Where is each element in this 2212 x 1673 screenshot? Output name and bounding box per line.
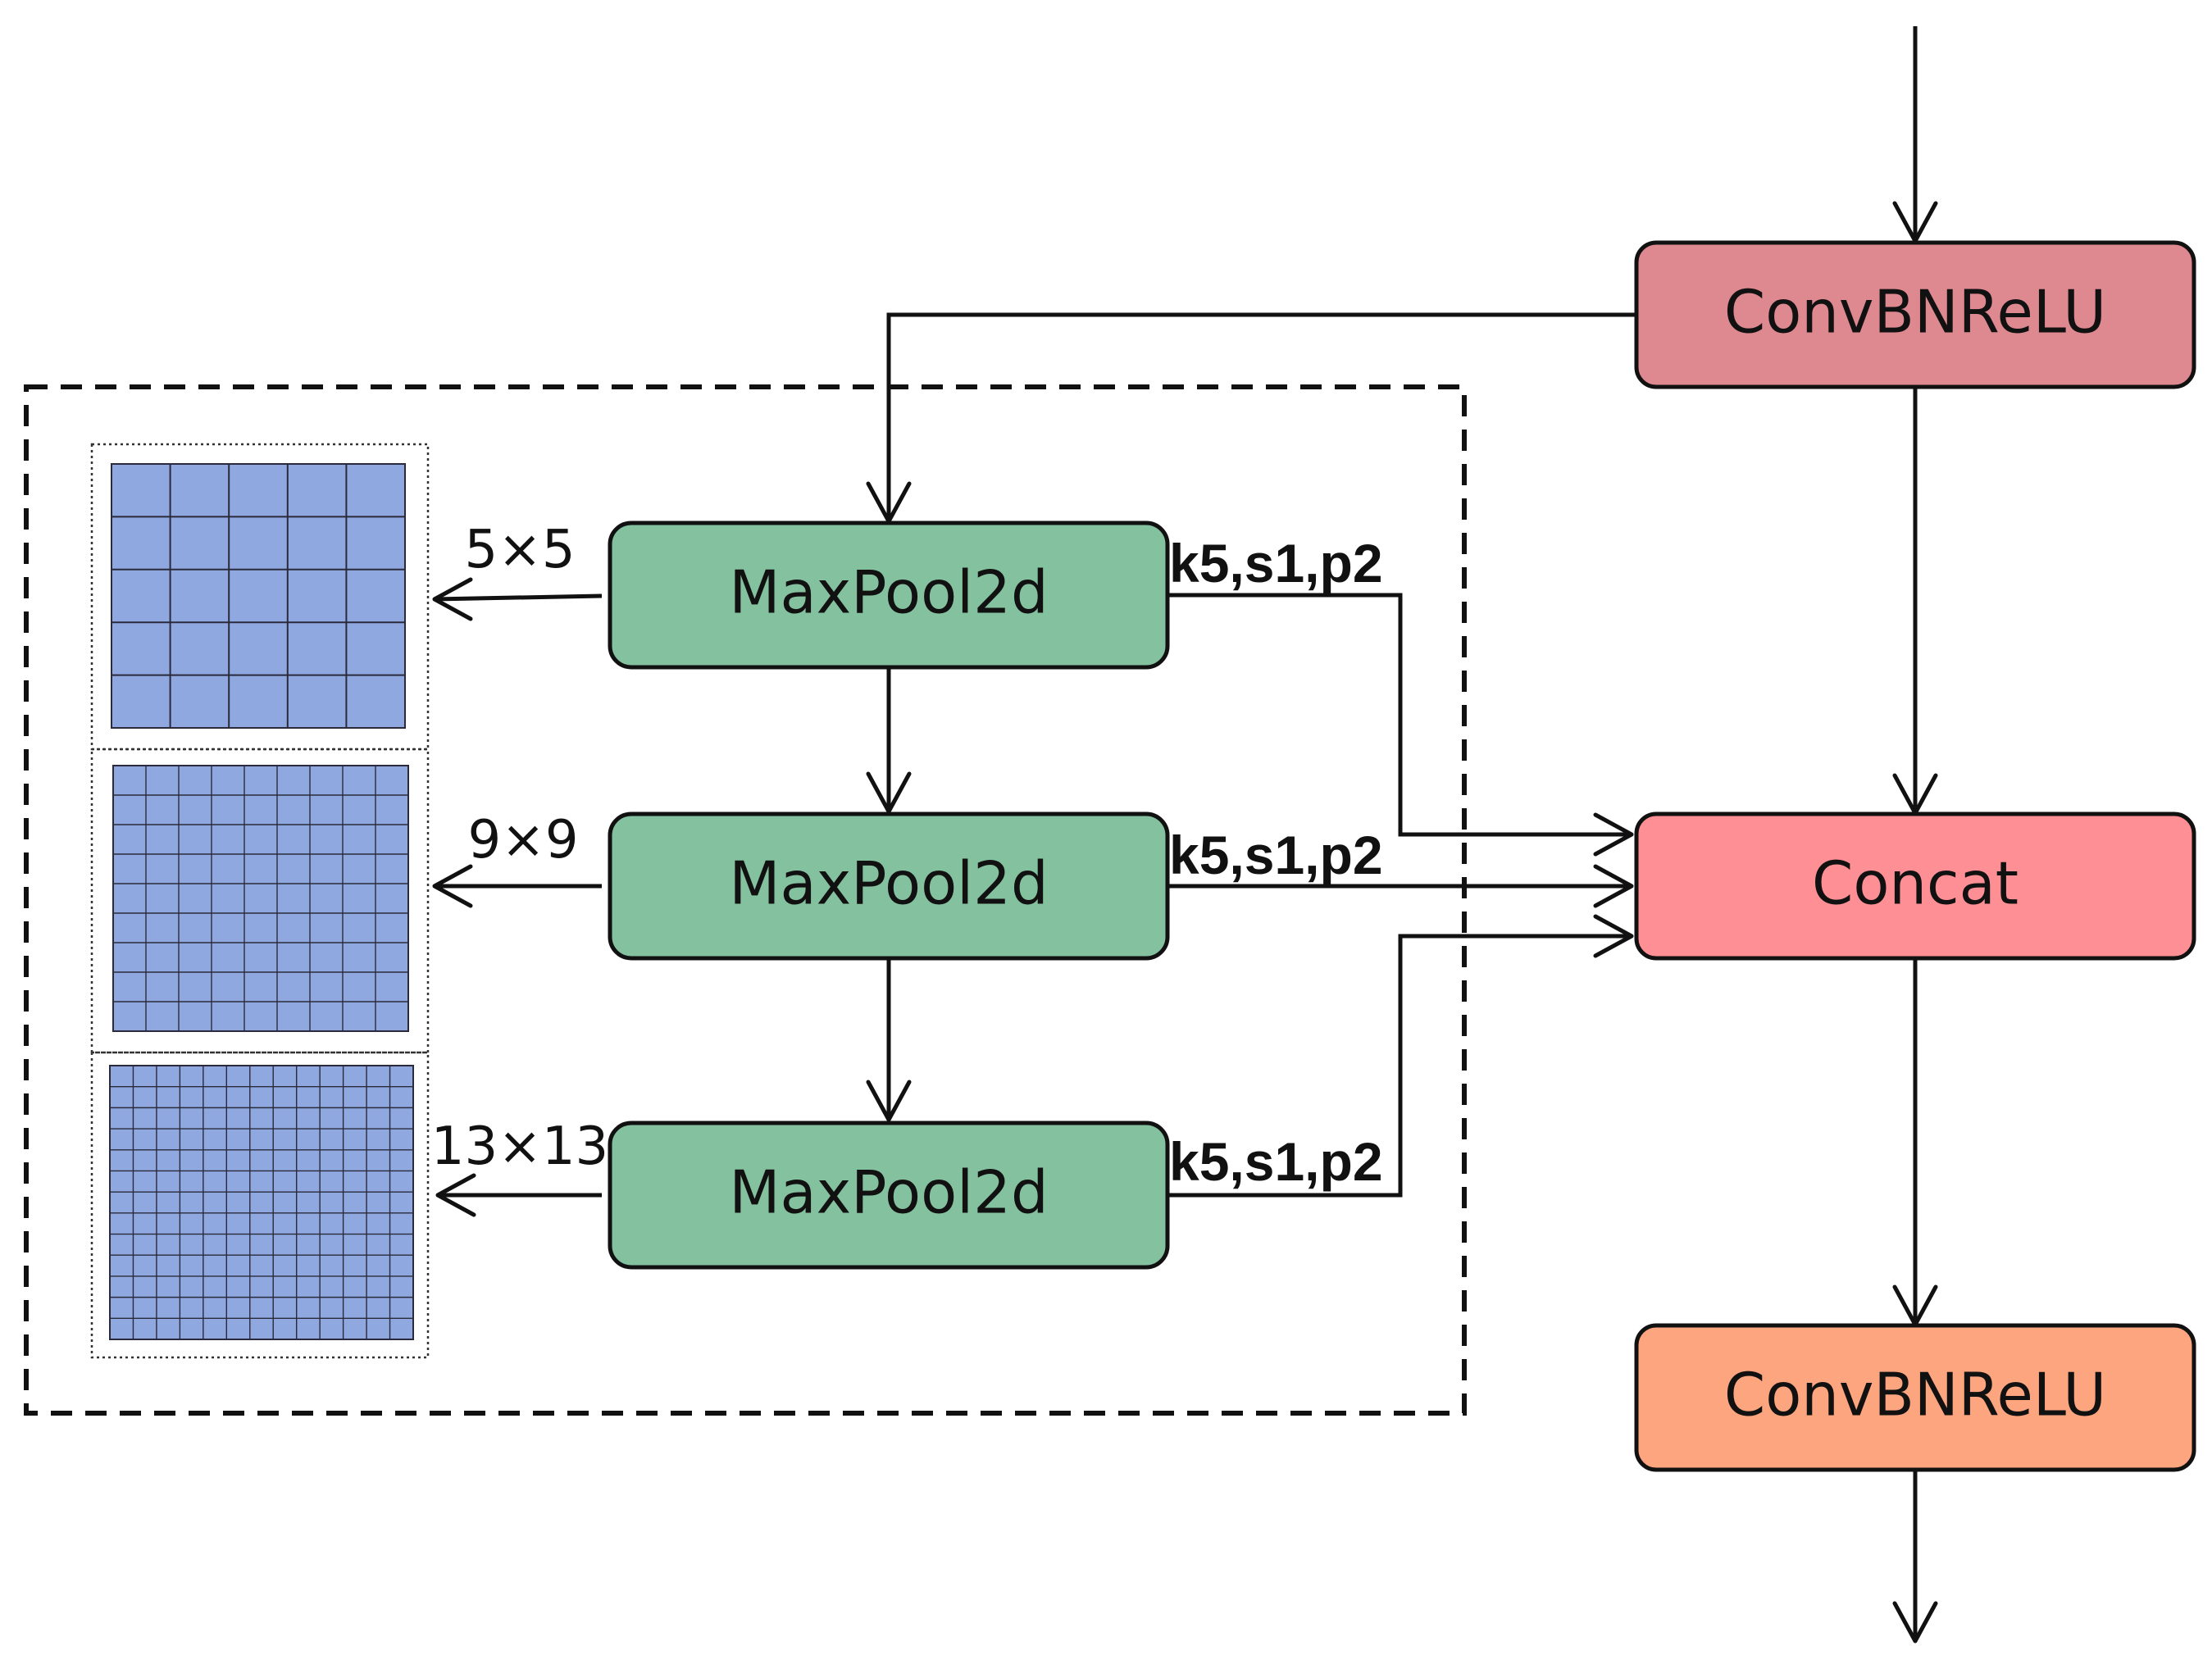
maxpool1-to-grid1-arrowhead (432, 577, 473, 621)
receptive-field-grid-3 (109, 1065, 414, 1340)
maxpool2-to-concat-arrowhead (1593, 864, 1634, 908)
maxpool-2-box (608, 811, 1170, 961)
receptive-field-grid-1 (111, 463, 406, 729)
maxpool3-to-concat-arrowhead (1593, 914, 1634, 958)
pool-param-label-2: k5,s1,p2 (1169, 825, 1383, 885)
receptive-field-frame-3 (90, 1051, 430, 1359)
maxpool-1-node: MaxPool2d (608, 521, 1170, 670)
maxpool-1-label: MaxPool2d (729, 558, 1048, 627)
maxpool-3-box (608, 1121, 1170, 1270)
sppf-dashed-boundary (24, 384, 1467, 1416)
maxpool-2-node: MaxPool2d (608, 811, 1170, 961)
receptive-field-grids (90, 443, 430, 1359)
maxpool1-to-grid1-line (434, 593, 603, 602)
conv-bottom-box (1634, 1323, 2196, 1472)
receptive-field-frame-2 (90, 748, 430, 1054)
conv-top-node: ConvBNReLU (1634, 240, 2196, 389)
conv-top-label: ConvBNReLU (1724, 278, 2106, 347)
conv-bottom-node: ConvBNReLU (1634, 1323, 2196, 1472)
conv-to-maxpool1-line (886, 312, 1636, 521)
connectors (432, 26, 1938, 1643)
output-arrowhead (1892, 1601, 1938, 1643)
conv-bottom-label: ConvBNReLU (1724, 1361, 2106, 1430)
maxpool3-to-grid3-arrowhead (435, 1173, 476, 1217)
receptive-size-label-2: 9×9 (467, 810, 578, 871)
maxpool3-to-concat-line (1167, 934, 1632, 1198)
maxpool2-to-grid2-arrowhead (432, 864, 473, 908)
maxpool1-to-concat-arrowhead (1593, 812, 1634, 857)
conv-top-box (1634, 240, 2196, 389)
pool-param-label-3: k5,s1,p2 (1169, 1131, 1383, 1192)
receptive-size-label-1: 5×5 (464, 520, 575, 580)
maxpool2-to-maxpool3-arrowhead (866, 1080, 912, 1122)
concat-box (1634, 811, 2196, 961)
maxpool-3-label: MaxPool2d (729, 1158, 1048, 1227)
maxpool-1-box (608, 521, 1170, 670)
concat-node: Concat (1634, 811, 2196, 961)
maxpool1-to-concat-line (1167, 593, 1632, 837)
maxpool-3-node: MaxPool2d (608, 1121, 1170, 1270)
maxpool-2-label: MaxPool2d (729, 849, 1048, 918)
maxpool1-to-maxpool2-arrowhead (866, 771, 912, 814)
concat-label: Concat (1812, 849, 2019, 918)
receptive-size-label-3: 13×13 (431, 1116, 609, 1177)
pool-param-label-1: k5,s1,p2 (1169, 533, 1383, 593)
receptive-field-grid-2 (112, 765, 409, 1032)
